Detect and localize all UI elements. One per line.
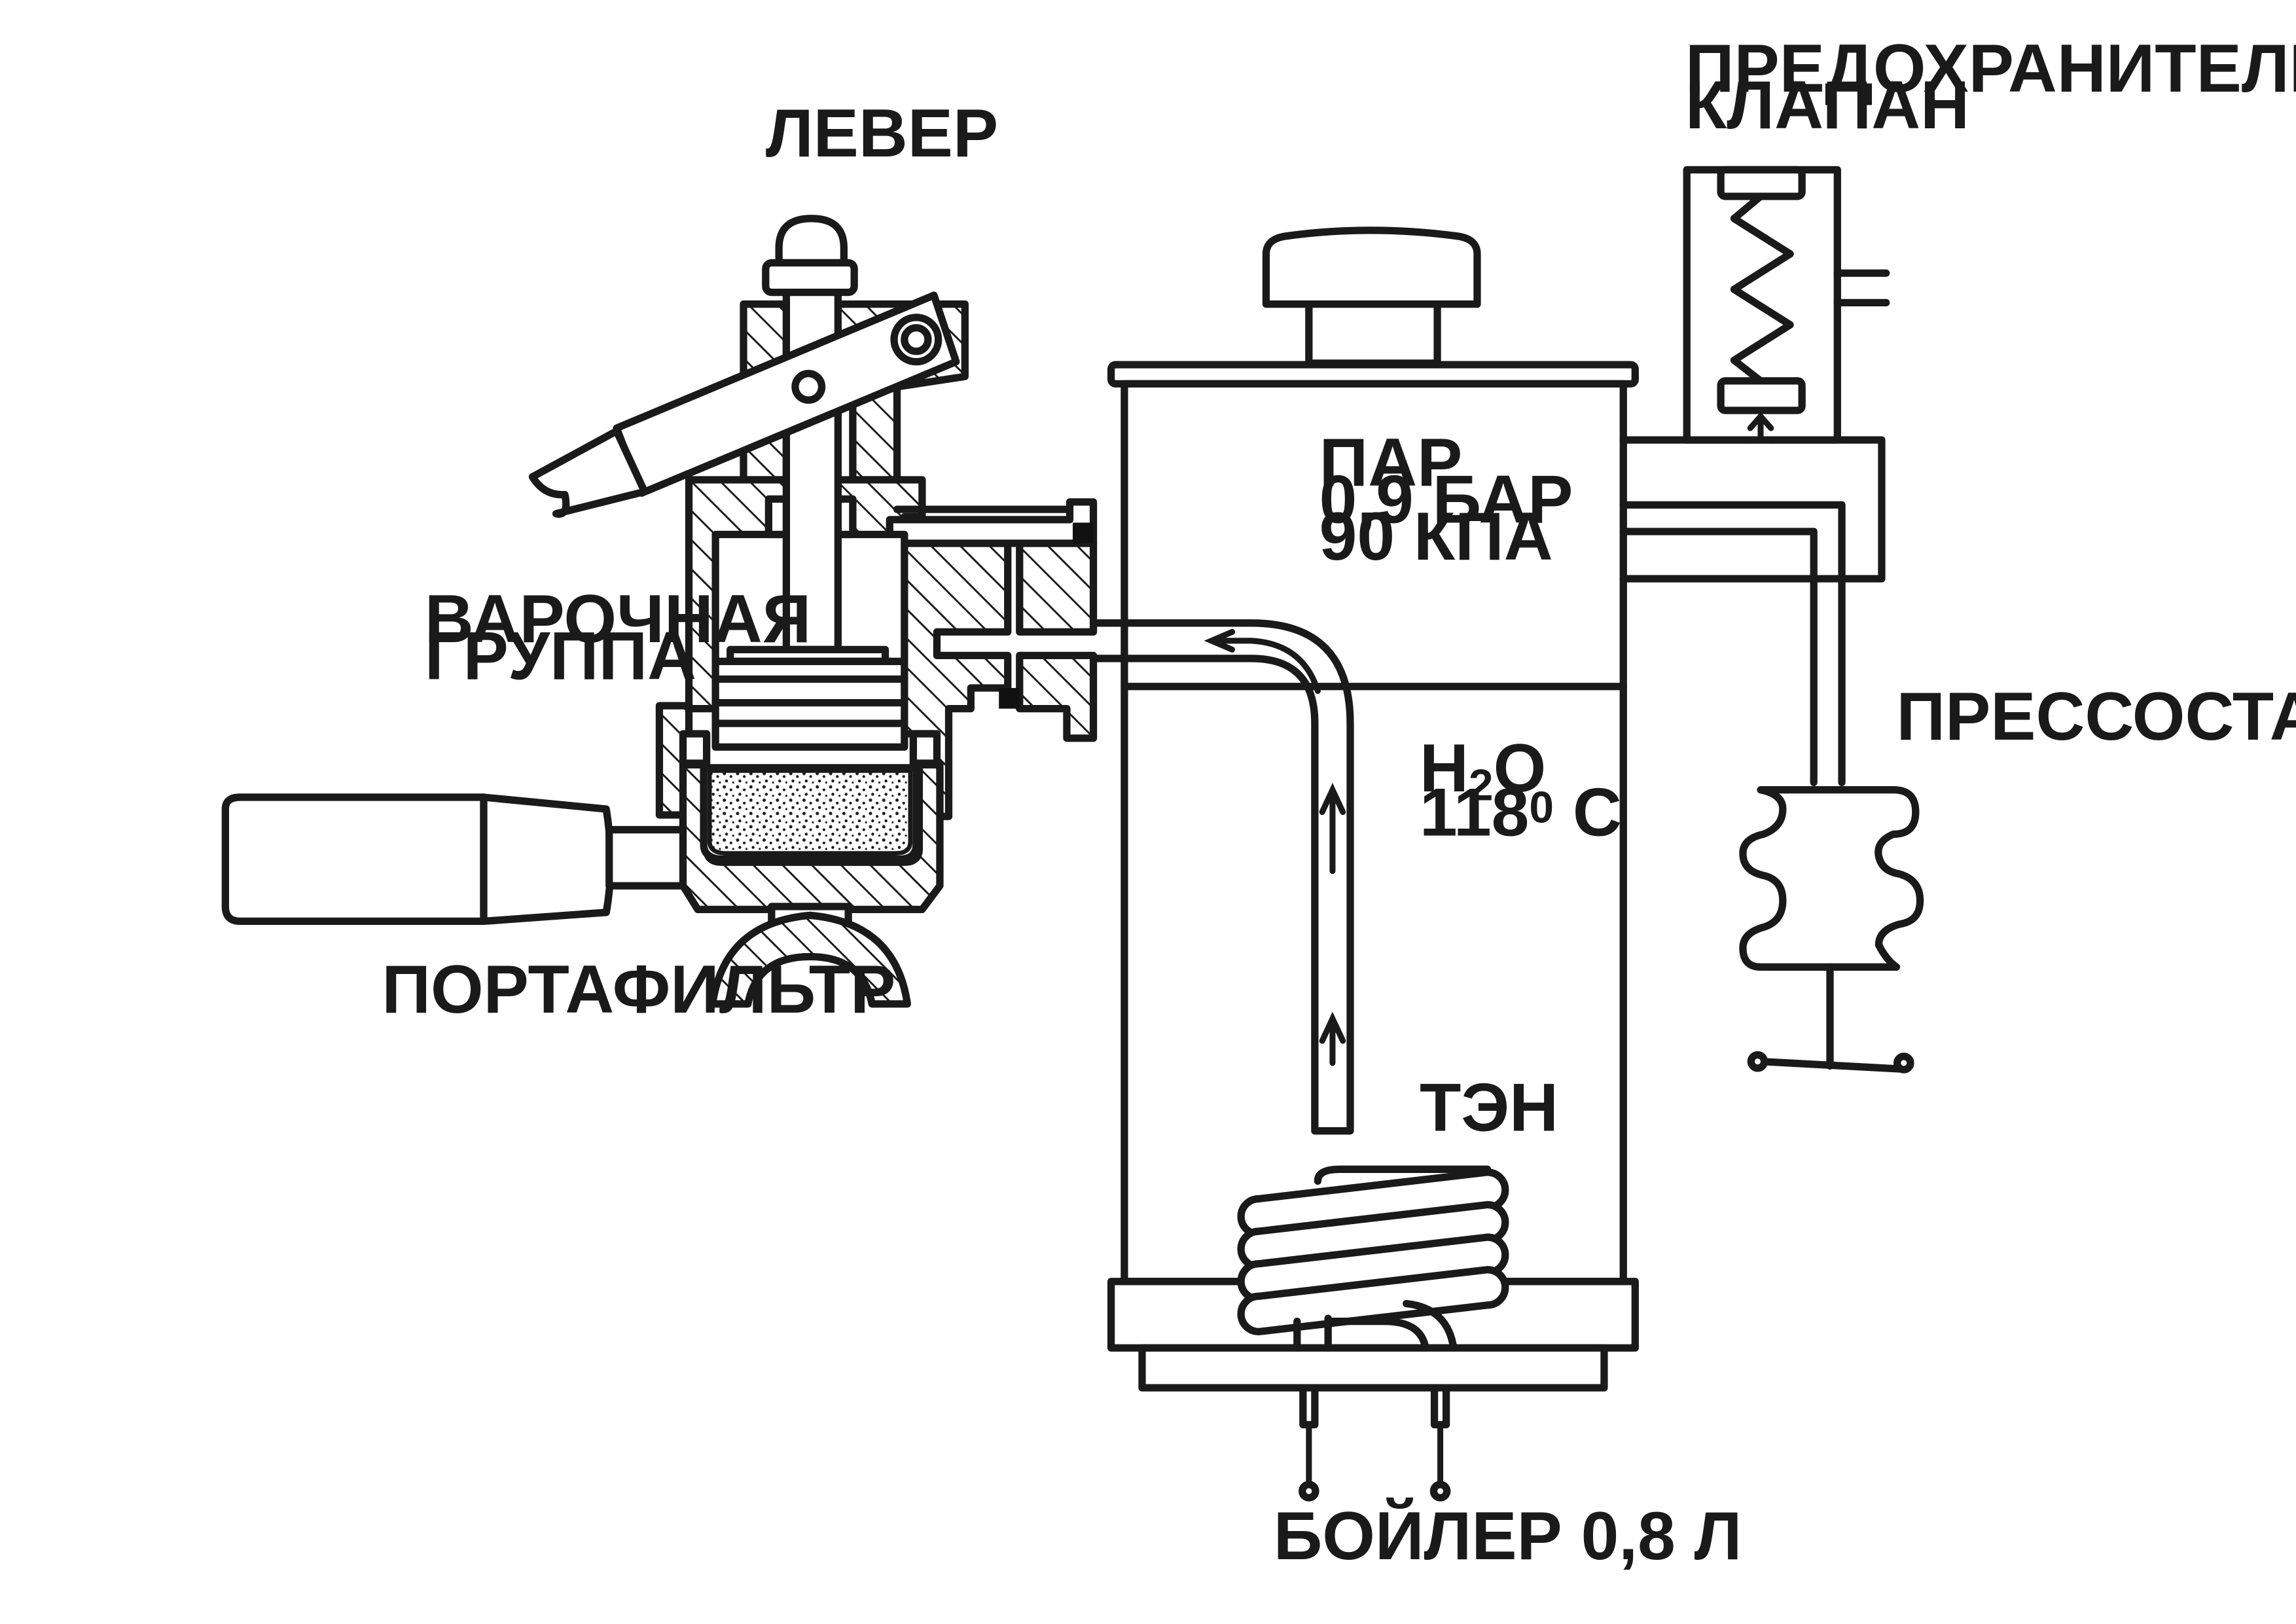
gasket-lower xyxy=(999,688,1020,709)
heater-label: ТЭН xyxy=(1420,1070,1558,1146)
water-label-sub: 2 xyxy=(1469,761,1494,810)
pressurestat-bellows xyxy=(1739,786,1924,971)
lever-handle xyxy=(528,427,649,518)
flow-arrow-upper xyxy=(1319,783,1346,875)
lever-pivot xyxy=(791,369,826,404)
brew-group-label-line1: ВАРОЧНАЯ xyxy=(425,581,812,657)
safety-valve-label-line1: ПРЕДОХРАНИТЕЛЬНЫЙ xyxy=(1685,30,2296,106)
boiler-foot xyxy=(1138,1344,1608,1392)
temperature-value: 118 xyxy=(1420,774,1529,850)
safety-valve xyxy=(1683,166,1890,444)
water-label: H2O xyxy=(1420,730,1546,810)
water-label-main: H xyxy=(1420,730,1469,806)
lever-label: ЛЕВЕР xyxy=(766,95,998,171)
boiler-label: БОЙЛЕР 0,8 Л xyxy=(1274,1498,1742,1574)
boiler-body xyxy=(1121,380,1627,1286)
steam-label-line3: 90 КПА xyxy=(1319,498,1553,574)
portafilter-label: ПОРТАФИЛЬТР xyxy=(382,951,895,1027)
flow-arrow-lower xyxy=(1319,1011,1346,1066)
brew-group xyxy=(528,215,1098,820)
temperature-unit: С xyxy=(1554,774,1622,850)
flow-arrow-top xyxy=(1204,628,1321,695)
pressurestat-label: ПРЕССОСТАТ xyxy=(1897,678,2296,754)
piston-knob xyxy=(775,215,848,267)
steam-pipes xyxy=(1619,412,1886,787)
pressurestat xyxy=(1739,786,1924,1074)
portafilter xyxy=(221,761,944,1008)
hot-water-tube xyxy=(1092,619,1354,1135)
portafilter-spout xyxy=(709,911,911,1008)
pressurestat-switch xyxy=(1757,1058,1903,1073)
heating-element xyxy=(1237,1165,1509,1502)
boiler-cap-neck xyxy=(1305,300,1441,367)
brew-group-label-line2: ГРУППА xyxy=(425,618,696,694)
lever-hinge-inner xyxy=(901,324,932,355)
portafilter-handle xyxy=(221,793,488,926)
safety-valve-spring xyxy=(1730,192,1794,385)
temperature-degree: 0 xyxy=(1529,783,1554,832)
coffee-grounds xyxy=(707,768,913,856)
heater-terminal-right xyxy=(1430,1384,1450,1429)
temperature-label: 1180 С xyxy=(1420,774,1622,850)
safety-valve-label-line2: КЛАПАН xyxy=(1685,67,1969,143)
boiler xyxy=(1107,226,1639,1392)
steam-label-line2: 0,9 БАР xyxy=(1319,461,1573,537)
boiler-cap xyxy=(1262,226,1481,308)
water-label-tail: O xyxy=(1494,730,1547,806)
steam-label-line1: ПАР xyxy=(1319,424,1463,500)
heater-terminal-left xyxy=(1299,1384,1319,1429)
gasket-upper xyxy=(1072,522,1094,544)
